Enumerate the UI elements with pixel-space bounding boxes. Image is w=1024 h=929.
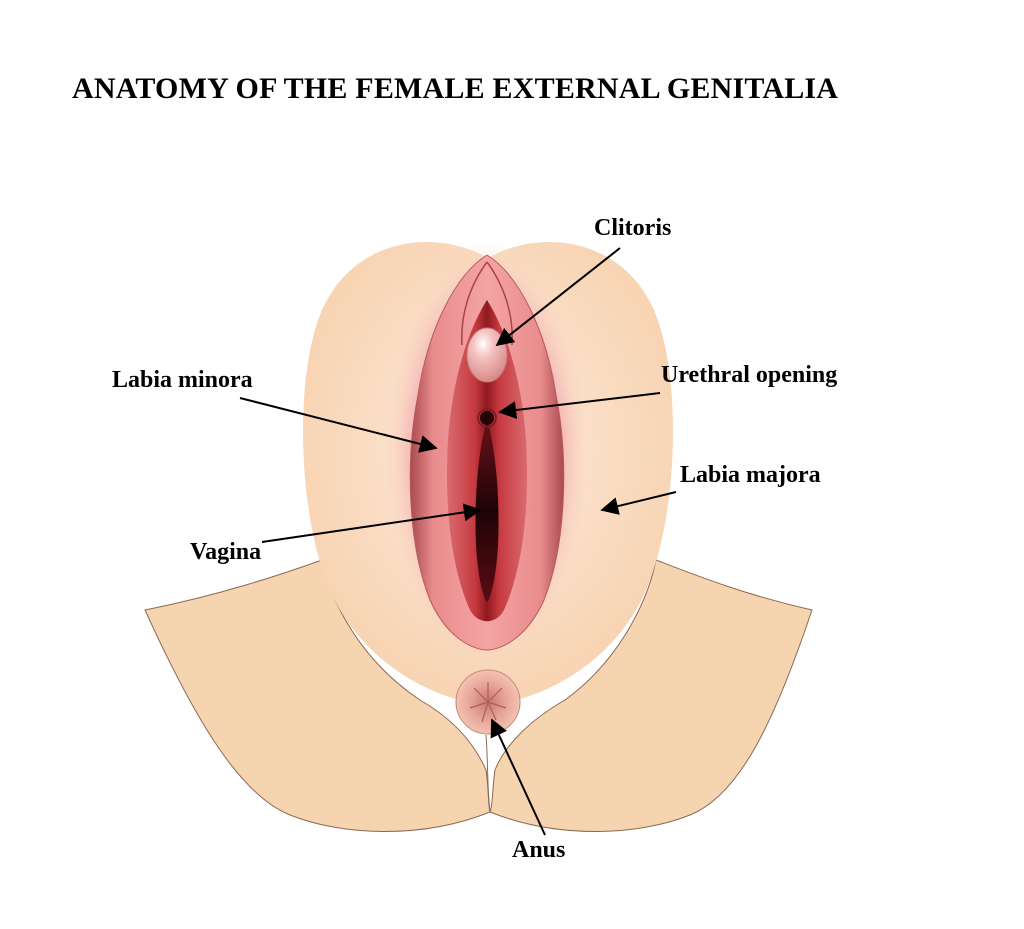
anus-label: Anus xyxy=(512,837,566,863)
clitoris-leader-line xyxy=(495,247,621,347)
labia-minora-leader-line xyxy=(239,397,438,453)
clitoris-glans xyxy=(466,327,508,383)
anus-leader-line xyxy=(490,718,546,836)
vaginal-canal xyxy=(475,420,499,602)
urethral-opening-rim xyxy=(477,408,497,428)
urethral-opening-leader-line xyxy=(498,392,661,420)
diagram-title: ANATOMY OF THE FEMALE EXTERNAL GENITALIA xyxy=(72,72,839,105)
labia-majora-leader-line xyxy=(600,491,677,515)
labia-majora-label: Labia majora xyxy=(680,462,821,488)
labia-minora-label: Labia minora xyxy=(112,367,253,393)
clitoris-label: Clitoris xyxy=(594,215,672,241)
gluteal-cleft xyxy=(485,734,491,813)
urethral-opening-dot xyxy=(480,411,494,425)
vagina-label: Vagina xyxy=(190,539,262,565)
urethral-opening-label: Urethral opening xyxy=(661,362,838,388)
vagina-leader-line xyxy=(261,503,482,543)
anus-folds xyxy=(469,682,507,723)
